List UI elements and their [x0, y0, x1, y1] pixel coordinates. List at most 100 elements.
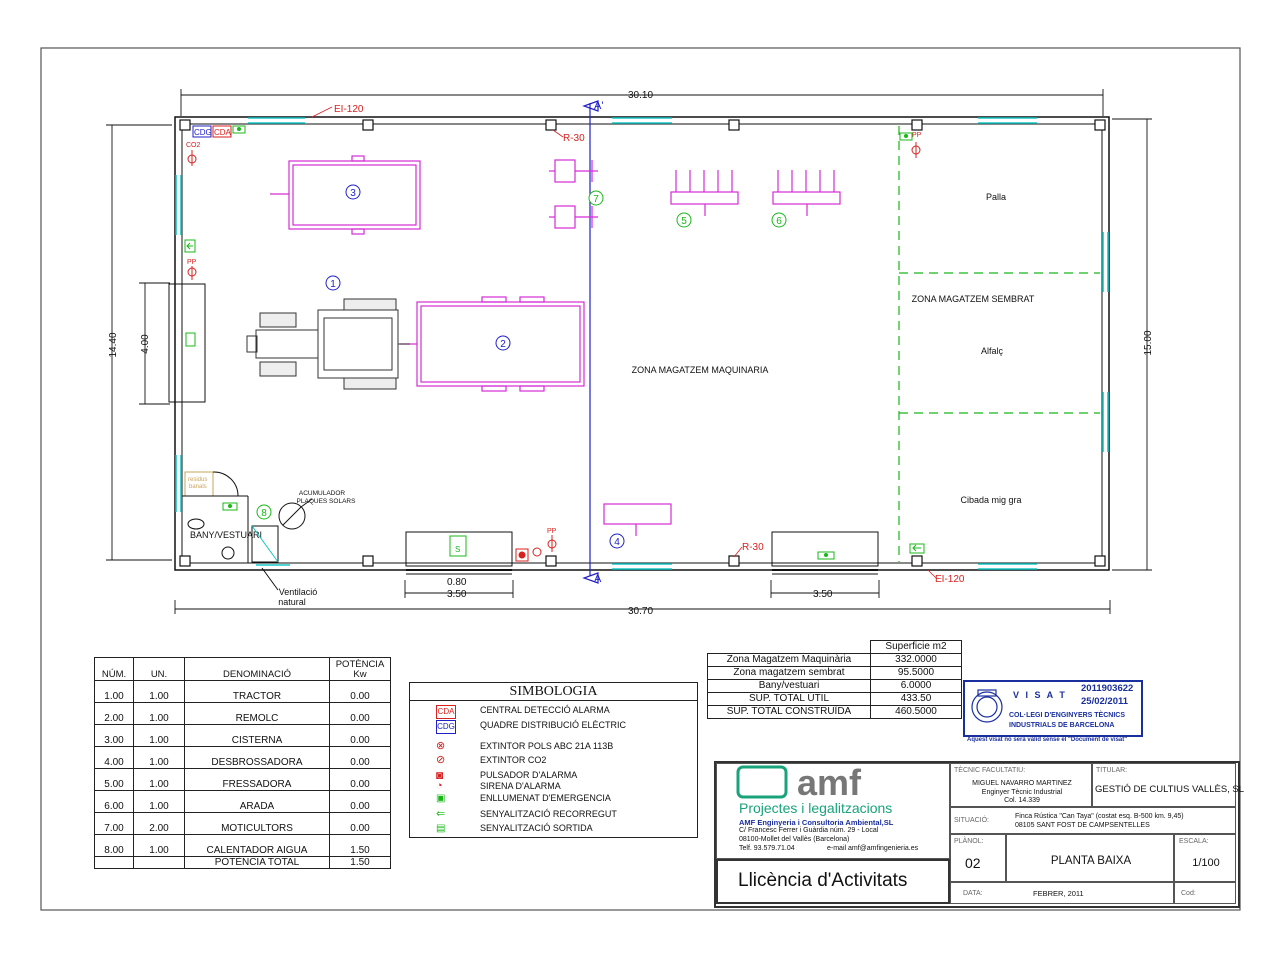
- dim-door-left: 3.50: [447, 589, 467, 600]
- tech-title: Enginyer Tècnic Industrial: [981, 789, 1063, 796]
- code-box: Cod:: [1174, 882, 1236, 904]
- section-mark-bottom: A: [594, 573, 602, 585]
- address-line-1: C/ Francesc Ferrer i Guàrdia núm. 29 - L…: [739, 827, 879, 834]
- cdg-box: [192, 125, 212, 138]
- company-box: amf Projectes i legalitzacions AMF Engin…: [716, 762, 950, 859]
- visat-stamp: V I S A T 2011903622 25/02/2011 COL·LEGI…: [963, 680, 1143, 737]
- seeds-partition: [898, 126, 1100, 562]
- left-door: [168, 283, 206, 403]
- section-line: [582, 100, 599, 584]
- trailer: [400, 296, 585, 392]
- rating-ei-top: EI-120: [334, 104, 364, 115]
- zone-solar-1: ACUMULADOR: [299, 490, 346, 497]
- zone-bath: BANY/VESTUARI: [190, 530, 262, 540]
- plan-name: PLANTA BAIXA: [1050, 855, 1132, 867]
- date-label: DATA:: [963, 890, 983, 897]
- windows: [175, 117, 1109, 570]
- safety-symbols: CDG CDA CO2 PP S PP PP: [184, 125, 925, 562]
- emergency-light-icon: ▣: [436, 793, 446, 804]
- dim-right-height: 15.00: [1143, 330, 1154, 355]
- svg-text:CDG: CDG: [194, 128, 212, 137]
- col-denom: DENOMINACIÓ: [184, 657, 330, 681]
- tech-label: TÈCNIC FACULTATIU:: [954, 767, 1026, 774]
- rating-ei-bottom: EI-120: [935, 574, 965, 585]
- visat-org-2: INDUSTRIALS DE BARCELONA: [1009, 722, 1115, 729]
- owner-box: TITULAR: GESTIÓ DE CULTIUS VALLÈS, SL: [1092, 763, 1244, 807]
- legend-item: ⊗ EXTINTOR POLS ABC 21A 113B: [436, 740, 614, 752]
- legend-item: CDA CENTRAL DETECCIÓ ALARMA: [410, 705, 697, 719]
- title-block: amf Projectes i legalitzacions AMF Engin…: [714, 761, 1244, 908]
- symbology-legend: SIMBOLOGIA CDA CENTRAL DETECCIÓ ALARMA C…: [409, 682, 698, 838]
- svg-text:CDA: CDA: [214, 128, 232, 137]
- zone-seeds: ZONA MAGATZEM SEMBRAT: [912, 294, 1035, 304]
- col-un: UN.: [133, 657, 185, 681]
- marker-7: 7: [593, 194, 599, 205]
- company-name: AMF Enginyeria i Consultoria Ambiental,S…: [739, 818, 894, 827]
- route-sign-icon: ⇐: [436, 808, 446, 820]
- college-seal: [971, 689, 1003, 723]
- siren-icon: ◔: [436, 780, 443, 792]
- plan-number: 02: [965, 855, 981, 871]
- dim-bottom-width: 30.70: [628, 606, 653, 617]
- bathroom: [182, 471, 313, 591]
- legend-item: CDG QUADRE DISTRIBUCIÓ ELÈCTRIC: [410, 720, 697, 734]
- svg-text:PP: PP: [547, 528, 557, 535]
- address-line-2: 08100-Mollet del Vallès (Barcelona): [739, 836, 850, 843]
- svg-text:CO2: CO2: [186, 142, 201, 149]
- cdg-icon: CDG: [436, 720, 456, 734]
- scale-label: ESCALA:: [1179, 838, 1209, 845]
- visat-note: Aquest visat no serà vàlid sense el "Doc…: [967, 737, 1128, 743]
- sheet-border: [40, 47, 1241, 911]
- svg-text:PP: PP: [912, 132, 922, 139]
- date-box: DATA: FEBRER, 2011: [950, 882, 1174, 904]
- zone-vent-2: natural: [278, 597, 306, 607]
- license-title: Llicència d'Activitats: [738, 870, 908, 891]
- col-num: NÚM.: [94, 657, 134, 681]
- scale-box: ESCALA: 1/100: [1174, 834, 1236, 882]
- dim-left-height: 14.40: [108, 332, 119, 357]
- zone-solar-2: PLAQUES SOLARS: [297, 498, 357, 505]
- marker-4: 4: [614, 537, 620, 548]
- tech-name: MIGUEL NAVARRO MARTINEZ: [972, 780, 1072, 787]
- tractor: [246, 298, 410, 390]
- legend-item: ⇐ SENYALITZACIÓ RECORREGUT: [436, 808, 617, 820]
- extinguisher-abc-icon: ⊗: [436, 740, 446, 752]
- dim-door-right: 3.50: [813, 589, 833, 600]
- cda-box: [212, 125, 232, 138]
- plan-number-box: PLÀNOL: 02: [950, 834, 1006, 882]
- marker-2: 2: [500, 339, 506, 350]
- legend-item: ▣ ENLLUMENAT D'EMERGENCIA: [436, 793, 611, 804]
- marker-6: 6: [776, 216, 782, 227]
- alarm-button-icon: ◙: [436, 768, 444, 782]
- rating-r-top: R-30: [563, 133, 585, 144]
- svg-text:PP: PP: [187, 259, 197, 266]
- license-box: Llicència d'Activitats: [716, 859, 950, 904]
- owner-label: TITULAR:: [1096, 767, 1128, 774]
- zone-labels: ZONA MAGATZEM MAQUINARIA ZONA MAGATZEM S…: [190, 192, 1035, 607]
- zone-alfalfa: Alfalç: [981, 346, 1004, 356]
- pillars: [179, 119, 1106, 567]
- amf-logo-mark: [736, 765, 788, 799]
- extinguisher-co2-icon: ⊘: [436, 754, 446, 766]
- site-line-1: Finca Rústica "Can Taya" (costat esq. B-…: [1015, 813, 1184, 820]
- legend-item: ◙ PULSADOR D'ALARMA: [436, 768, 578, 782]
- scale-value: 1/100: [1192, 857, 1220, 869]
- date-value: FEBRER, 2011: [1033, 889, 1084, 898]
- waste-2: banals: [189, 484, 207, 490]
- zone-vent-1: Ventilació: [279, 587, 318, 597]
- site-label: SITUACIÓ:: [954, 817, 990, 824]
- motocultors: [549, 159, 598, 229]
- rating-r-bottom: R-30: [742, 542, 764, 553]
- owner-name: GESTIÓ DE CULTIUS VALLÈS, SL: [1095, 784, 1245, 795]
